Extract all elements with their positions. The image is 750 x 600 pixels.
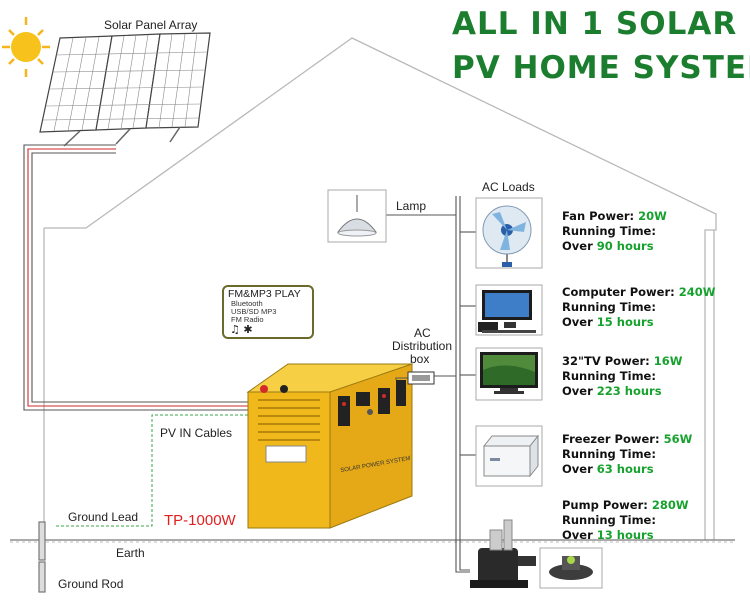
fm-mp3-panel: FM&MP3 PLAY Bluetooth USB/SD MP3 FM Radi… — [222, 285, 314, 339]
ac-distribution-label-2: Distribution — [392, 339, 453, 353]
ac-loads-label: AC Loads — [482, 180, 535, 194]
load-name: Pump Power: — [562, 498, 648, 512]
load-time-label: Running Time: — [562, 224, 656, 238]
load-name: Freezer Power: — [562, 432, 660, 446]
solar-power-unit-image — [246, 363, 414, 529]
pump-image — [470, 519, 603, 589]
load-power: 16W — [653, 354, 683, 368]
fm-panel-line-3: FM Radio — [231, 315, 264, 324]
load-hours: 63 hours — [596, 462, 654, 476]
pv-in-cables — [23, 144, 258, 411]
ground-lead-wire — [54, 414, 258, 527]
load-spec-fan: Fan Power: 20W Running Time: Over 90 hou… — [562, 209, 667, 254]
ground-lead-label: Ground Lead — [68, 510, 139, 524]
load-time-label: Running Time: — [562, 300, 656, 314]
earth-label: Earth — [116, 546, 145, 560]
load-over: Over — [562, 528, 593, 542]
sun-icon — [2, 17, 50, 77]
load-over: Over — [562, 384, 593, 398]
load-hours: 223 hours — [596, 384, 662, 398]
load-time-label: Running Time: — [562, 369, 656, 383]
load-name: Fan Power: — [562, 209, 635, 223]
load-hours: 15 hours — [596, 315, 654, 329]
lamp-label: Lamp — [396, 199, 427, 213]
title-line-2: PV HOME SYSTEM — [452, 50, 750, 86]
ac-wiring — [386, 196, 476, 573]
model-label: TP-1000W — [164, 512, 236, 529]
load-spec-tv: 32"TV Power: 16W Running Time: Over 223 … — [562, 354, 683, 399]
fm-panel-line-2: USB/SD MP3 — [231, 307, 277, 316]
freezer-image — [475, 425, 543, 487]
ac-distribution-label-3: box — [410, 352, 430, 366]
load-hours: 90 hours — [596, 239, 654, 253]
load-over: Over — [562, 239, 593, 253]
solar-panel-array-image — [39, 32, 211, 147]
load-name: 32"TV Power: — [562, 354, 650, 368]
title-line-1: ALL IN 1 SOLAR — [452, 6, 738, 42]
fan-image — [475, 197, 543, 269]
ac-distribution-box-image — [407, 371, 435, 385]
fm-panel-heading: FM&MP3 PLAY — [228, 288, 301, 300]
load-time-label: Running Time: — [562, 447, 656, 461]
computer-image — [475, 284, 543, 336]
tv-image — [475, 347, 543, 401]
ground-rod-image — [38, 521, 46, 593]
lamp-image — [327, 189, 387, 243]
load-spec-computer: Computer Power: 240W Running Time: Over … — [562, 285, 715, 330]
load-power: 20W — [638, 209, 667, 223]
ac-distribution-label-1: AC — [414, 326, 431, 340]
load-time-label: Running Time: — [562, 513, 656, 527]
ground-rod-label: Ground Rod — [58, 577, 124, 591]
load-power: 280W — [651, 498, 689, 512]
fm-panel-icons: ♫ ✱ — [230, 323, 253, 336]
load-over: Over — [562, 315, 593, 329]
fm-panel-line-1: Bluetooth — [231, 299, 263, 308]
load-power: 56W — [663, 432, 693, 446]
house-outline — [43, 37, 717, 540]
solar-panel-array-label: Solar Panel Array — [104, 18, 198, 32]
load-name: Computer Power: — [562, 285, 675, 299]
load-over: Over — [562, 462, 593, 476]
load-power: 240W — [678, 285, 716, 299]
load-spec-pump: Pump Power: 280W Running Time: Over 13 h… — [562, 498, 689, 543]
load-hours: 13 hours — [596, 528, 654, 542]
ground-line — [10, 539, 735, 543]
load-spec-freezer: Freezer Power: 56W Running Time: Over 63… — [562, 432, 692, 477]
pv-in-cables-label: PV IN Cables — [160, 426, 233, 440]
